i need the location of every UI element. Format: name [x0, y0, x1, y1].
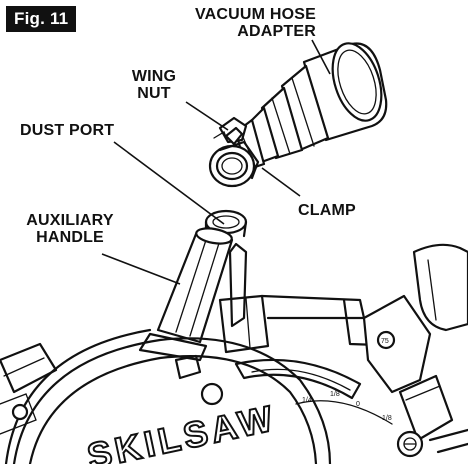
- bevel-mark-4: 1/8: [382, 415, 392, 422]
- label-auxiliary-handle-line-1: AUXILIARY: [26, 212, 114, 229]
- leader-auxiliary-handle: [101, 253, 181, 285]
- leader-vacuum-hose-adapter: [311, 39, 331, 75]
- bevel-mark-2: 1/8: [330, 391, 340, 398]
- label-clamp: CLAMP: [298, 202, 356, 219]
- leader-clamp: [261, 167, 301, 197]
- leader-dust-port: [113, 141, 225, 225]
- brand-lettering: SKILSAW: [84, 397, 280, 464]
- label-auxiliary-handle-line-2: HANDLE: [36, 229, 104, 246]
- label-vacuum-hose-adapter-line-2: ADAPTER: [237, 23, 316, 40]
- label-wing-nut-line-1: WING: [131, 68, 177, 85]
- leader-wing-nut: [185, 101, 229, 131]
- bevel-mark-3: 0: [356, 401, 360, 408]
- label-wing-nut-line-2: NUT: [137, 85, 171, 102]
- label-dust-port: DUST PORT: [20, 122, 115, 139]
- label-wing-nut: WING NUT: [124, 68, 184, 102]
- saw-body-drawing: 1/4 1/8 0 1/8 75: [0, 243, 468, 464]
- knob-mark: 75: [381, 338, 389, 345]
- figure-number-badge: Fig. 11: [6, 6, 77, 32]
- label-auxiliary-handle: AUXILIARY HANDLE: [16, 212, 124, 246]
- bevel-mark-1: 1/4: [302, 397, 312, 404]
- leader-lines: [101, 39, 331, 285]
- label-vacuum-hose-adapter-line-1: VACUUM HOSE: [194, 6, 316, 23]
- vacuum-hose-adapter-drawing: [208, 42, 388, 188]
- label-vacuum-hose-adapter: VACUUM HOSE ADAPTER: [194, 6, 316, 40]
